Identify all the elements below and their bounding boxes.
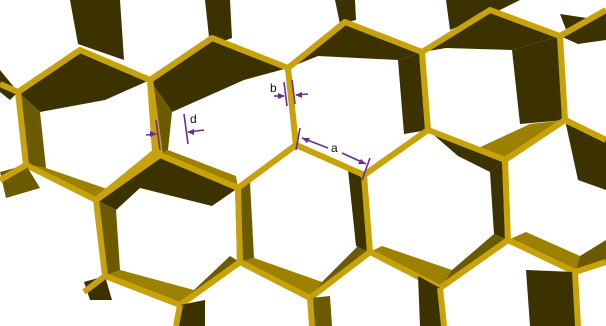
cell-4 [419,7,568,163]
label-a: a [331,141,338,155]
cell-bottom-partial [82,270,581,326]
label-b: b [270,81,277,95]
label-d: d [190,112,197,126]
cell-left-partial [0,70,40,198]
annotation-b [274,79,309,107]
cell-9 [502,116,606,276]
annotations [145,79,371,181]
cell-1 [15,47,158,203]
annotation-a [295,127,371,181]
annotation-d [145,113,205,151]
